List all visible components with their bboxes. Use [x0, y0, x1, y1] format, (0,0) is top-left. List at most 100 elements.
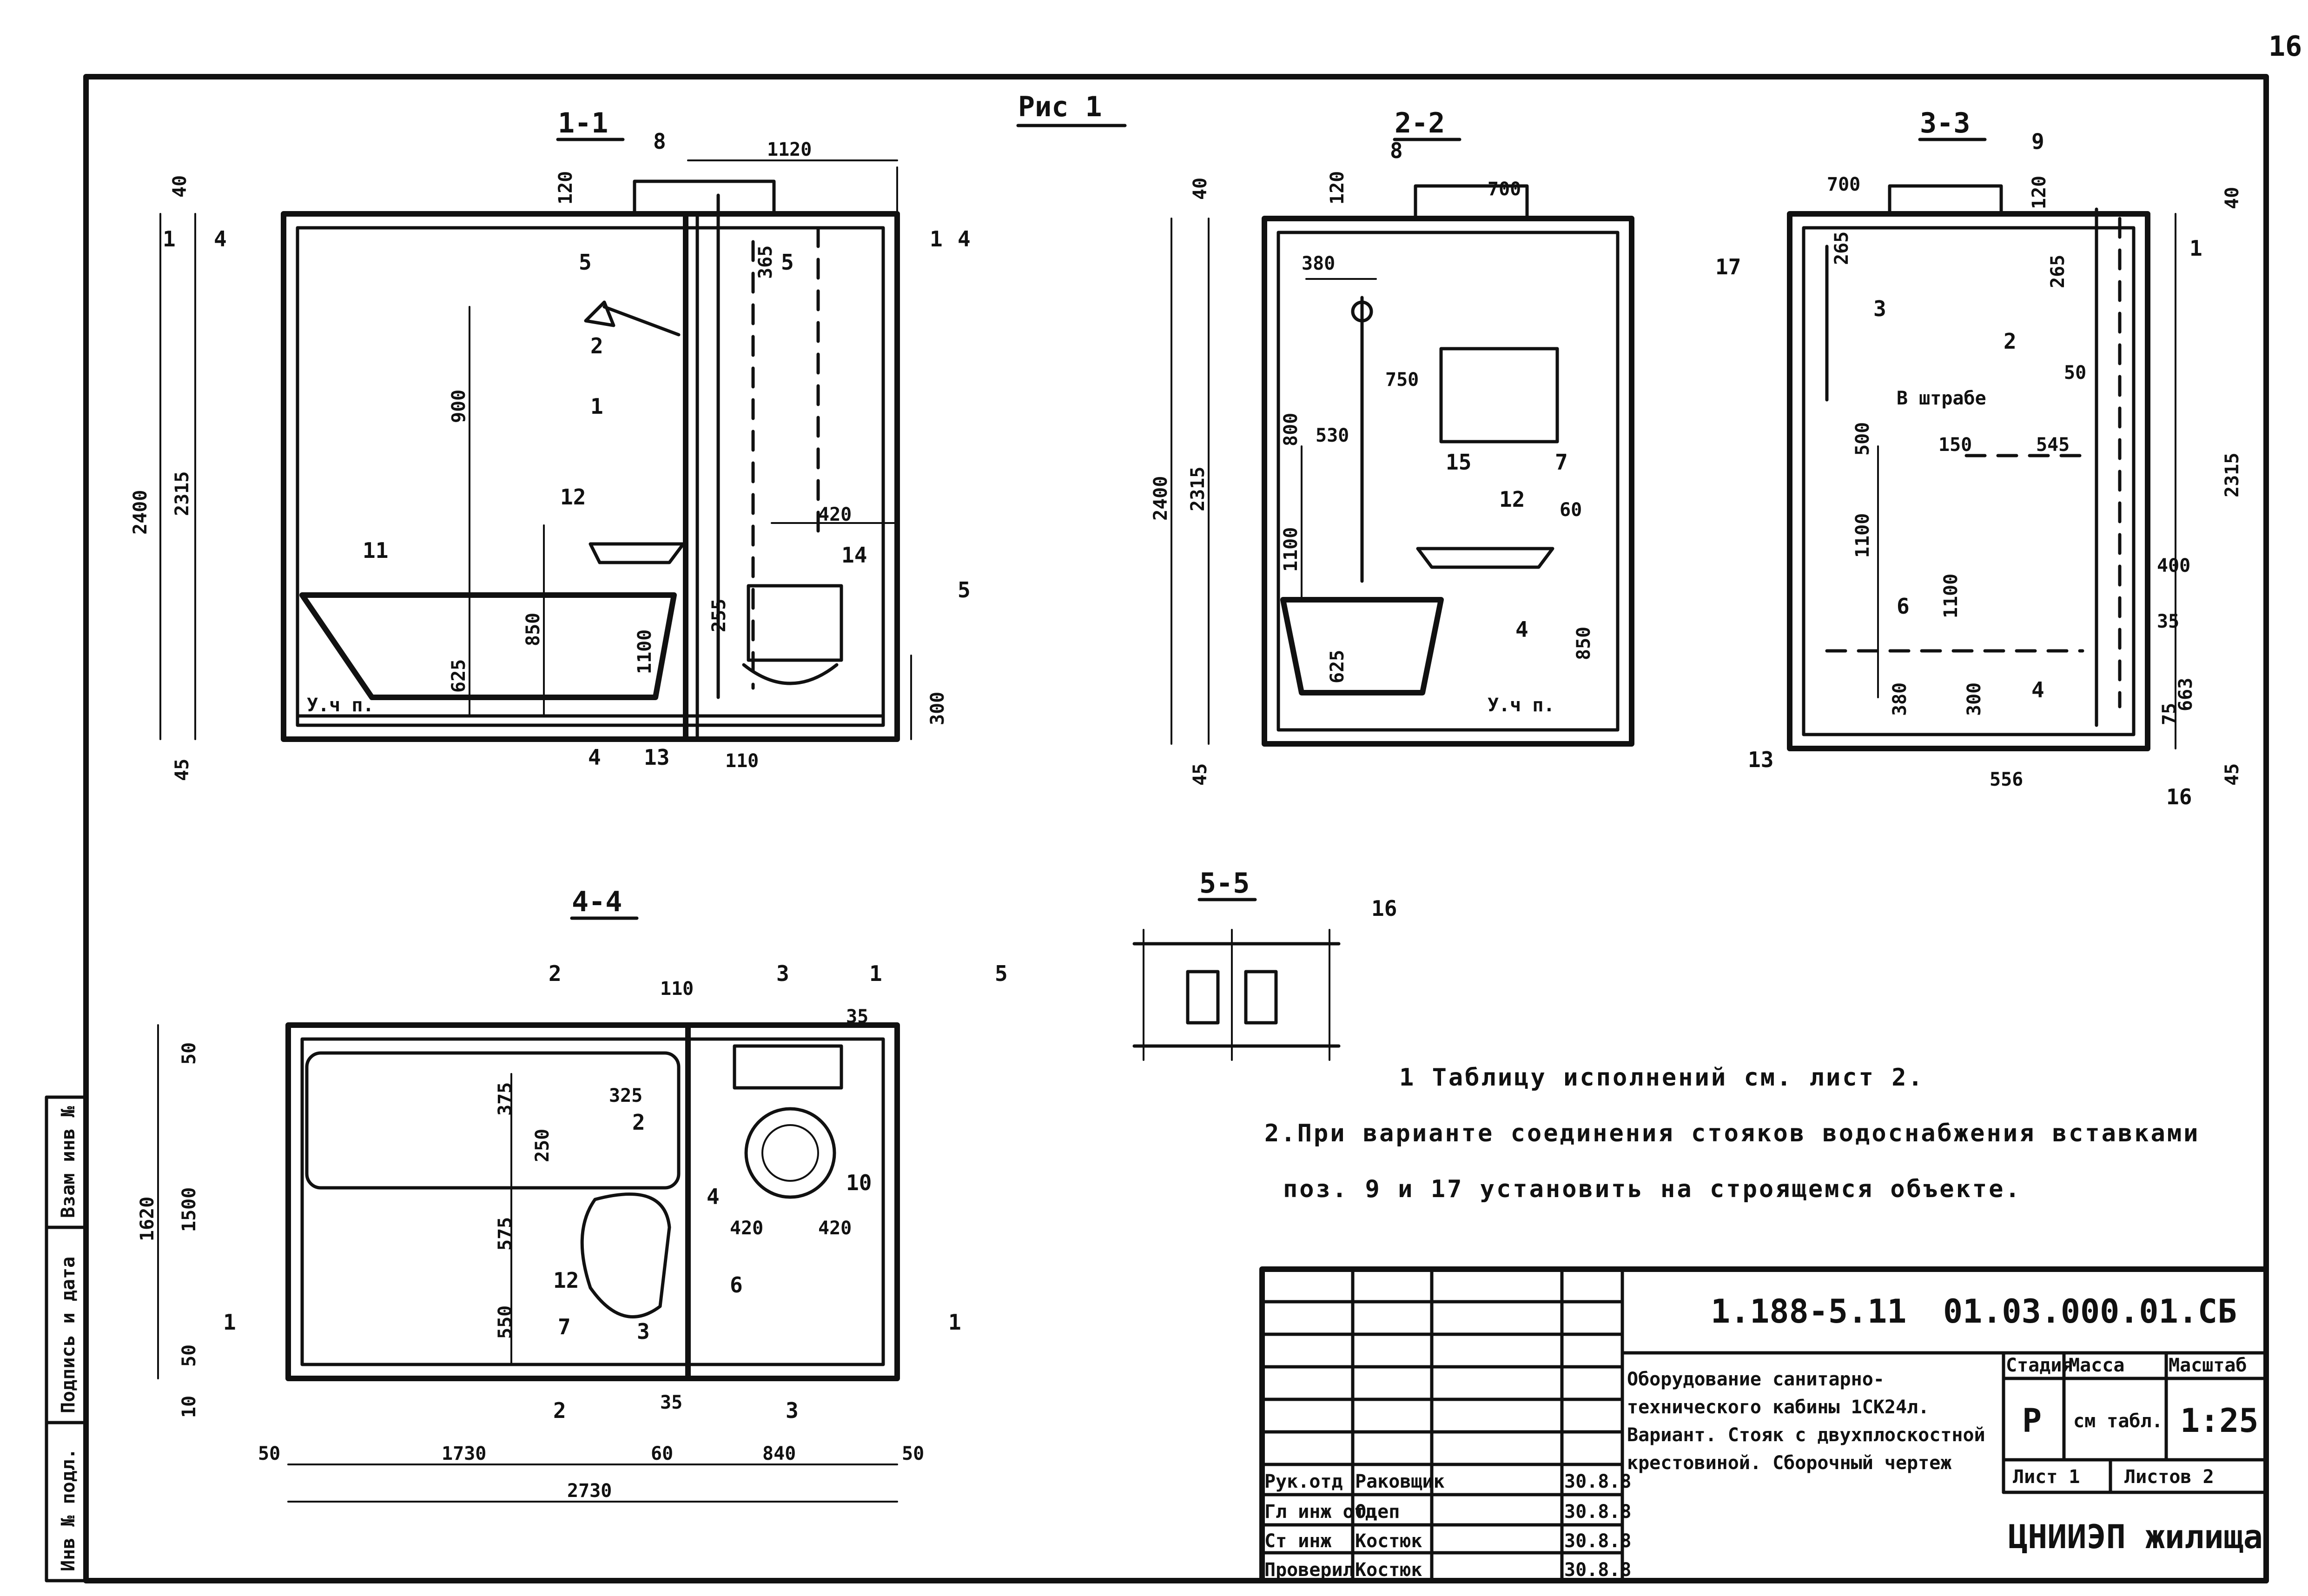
callout-22-1: 15: [1446, 450, 1471, 475]
callout-11-3: 4: [214, 226, 227, 252]
text-33-strobe: В штрабе: [1897, 388, 1986, 409]
dim-44-9: 550: [495, 1305, 516, 1339]
dim-44-19: 50: [902, 1443, 924, 1464]
dim-33-19: 1100: [1940, 574, 1962, 618]
dim-33-13: 300: [1964, 682, 1985, 716]
ceiling-box: [633, 179, 776, 216]
dim-11-8: 625: [448, 659, 470, 693]
section-5-5: 5-5 16: [1132, 867, 1397, 1061]
stamp-inv-podl: Инв № подл.: [58, 1448, 79, 1571]
dim-44-12: 420: [730, 1218, 763, 1239]
dim-22-2: 700: [1488, 179, 1521, 200]
callout-33-2: 3: [1873, 296, 1886, 321]
dim-44-13: 420: [818, 1218, 852, 1239]
callout-44-5: 4: [707, 1184, 720, 1209]
callout-33-7: 13: [1748, 747, 1773, 772]
callout-11-14: 1: [930, 226, 943, 252]
floor-label-11: У.ч п.: [307, 695, 374, 716]
notes: 1 Таблицу исполнений см. лист 2. 2.При в…: [1264, 1064, 2200, 1203]
side-stamp: Инв № подл. Подпись и дата Взам инв №: [45, 1095, 88, 1583]
dim-33-0: 700: [1827, 174, 1860, 195]
dim-44-1: 35: [846, 1006, 868, 1027]
section-4-4-title: 4-4: [572, 886, 622, 918]
stamp-vzam-inv: Взам инв №: [58, 1106, 79, 1218]
shower-head-2-2: [1351, 300, 1373, 323]
note-3: поз. 9 и 17 установить на строящемся объ…: [1283, 1175, 2022, 1203]
staff-date-0: 30.8.8: [1564, 1471, 1632, 1492]
staff-name-2: Костюк: [1355, 1530, 1422, 1552]
callout-11-8: 11: [363, 538, 388, 563]
callout-22-4: 4: [1515, 617, 1528, 642]
callout-44-4: 2: [632, 1110, 645, 1135]
dim-22-7: 1100: [1280, 527, 1302, 572]
staff-role-2: Ст инж: [1264, 1530, 1332, 1552]
dim-44-20: 2730: [567, 1480, 612, 1502]
dim-11-14: 110: [725, 750, 759, 772]
figure-title: Рис 1: [1018, 91, 1102, 123]
section-2-2: 2-2 40 120 700 380 750 800 530 1100 625 …: [1150, 107, 1634, 786]
dim-22-8: 625: [1327, 650, 1348, 683]
sheet-value: Лист 1: [2013, 1466, 2080, 1488]
dim-22-6: 530: [1316, 425, 1349, 446]
dim-22-0: 40: [1190, 178, 1211, 200]
callout-22-3: 12: [1499, 487, 1525, 512]
callout-22-2: 7: [1555, 450, 1568, 475]
section-1-1: 1-1 40 120 1120: [130, 107, 971, 781]
callout-11-9: 14: [841, 543, 867, 568]
staff-date-3: 30.8.8: [1564, 1559, 1632, 1581]
floor-label-22: У.ч п.: [1488, 695, 1555, 716]
callout-11-0: 8: [653, 129, 666, 154]
callout-44-8: 12: [553, 1268, 579, 1293]
shower-head: [584, 300, 615, 327]
dim-11-12: 365: [755, 245, 776, 279]
mirror: [1439, 347, 1559, 444]
bathtub-plan: [305, 1051, 681, 1190]
callout-33-5: 6: [1897, 594, 1910, 619]
dim-44-5: 250: [532, 1129, 553, 1162]
cabin-4-4-outline: [285, 1022, 900, 1381]
title-line-2: технического кабины 1СК24л.: [1627, 1397, 1929, 1418]
dim-33-10: 400: [2157, 555, 2190, 576]
dim-33-6: 500: [1852, 422, 1873, 456]
mass-value: см табл.: [2073, 1411, 2163, 1432]
title-line-4: крестовиной. Сборочный чертеж: [1627, 1452, 1951, 1474]
washbasin-2-2: [1416, 547, 1554, 569]
dim-11-10: 420: [818, 504, 852, 525]
dim-44-7: 575: [495, 1217, 516, 1251]
dim-22-5: 800: [1280, 413, 1302, 446]
strobe-cell-1: [1186, 970, 1220, 1025]
dim-22-11: 2400: [1150, 476, 1171, 521]
dim-11-0: 40: [169, 175, 191, 198]
section-4-4: 4-4 110 35 50 375 325 250 1500 575 1620 …: [137, 886, 1008, 1503]
callout-11-4: 4: [958, 226, 971, 252]
staff-name-1: Оцеп: [1355, 1501, 1400, 1523]
callout-11-13: 1: [163, 226, 176, 252]
callout-11-12: 13: [644, 745, 669, 770]
callout-33-6: 4: [2031, 677, 2044, 702]
doc-code: 1.188-5.11: [1711, 1292, 1906, 1331]
dim-33-2: 40: [2222, 187, 2243, 209]
callout-11-11: 4: [588, 745, 601, 770]
callout-55-0: 16: [1371, 896, 1397, 921]
callout-33-4: 2: [2004, 329, 2017, 354]
callout-44-14: 1: [948, 1310, 961, 1335]
dim-44-0: 110: [660, 978, 694, 1000]
staff-role-3: Проверил: [1264, 1559, 1354, 1581]
cabin-3-3-outline: [1787, 211, 2150, 751]
stage-header: Стадия: [2006, 1355, 2073, 1376]
dim-44-16: 1730: [442, 1443, 486, 1464]
stage-value: Р: [2022, 1402, 2042, 1440]
section-5-5-title: 5-5: [1199, 867, 1250, 900]
callout-44-7: 6: [730, 1272, 743, 1298]
dim-44-10: 50: [179, 1344, 200, 1367]
dim-33-3: 265: [1831, 232, 1852, 265]
dim-33-8: 545: [2036, 434, 2070, 456]
title-line-1: Оборудование санитарно-: [1627, 1369, 1885, 1390]
callout-33-1: 17: [1715, 254, 1741, 279]
title-line-3: Вариант. Стояк с двухплоскостной: [1627, 1424, 1985, 1446]
section-1-1-title: 1-1: [558, 107, 608, 139]
note-2: 2.При варианте соединения стояков водосн…: [1264, 1119, 2200, 1147]
dim-44-3: 375: [495, 1082, 516, 1116]
staff-name-3: Костюк: [1355, 1559, 1422, 1581]
note-1: 1 Таблицу исполнений см. лист 2.: [1399, 1064, 1924, 1092]
